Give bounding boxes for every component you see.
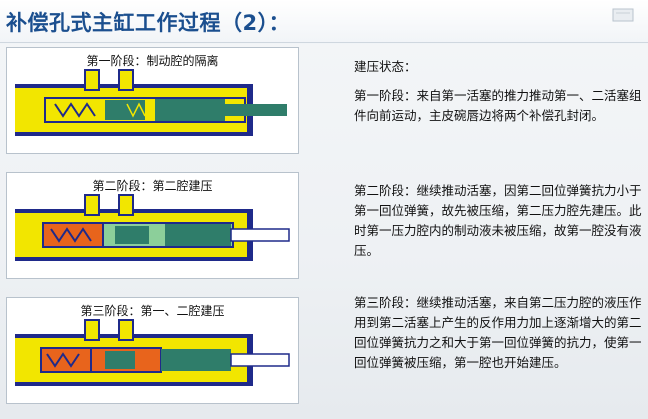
stage-2-label: 第二阶段：第二腔建压 xyxy=(92,179,213,193)
window-decoration-icon xyxy=(612,8,634,22)
stage-2-diagram xyxy=(15,194,290,261)
stage-1-diagram xyxy=(15,69,287,136)
slide-header: 补偿孔式主缸工作过程（2）： xyxy=(0,0,648,44)
stage-2-description: 第二阶段：继续推动活塞，因第二回位弹簧抗力小于第一回位弹簧，故先被压缩，第二压力… xyxy=(354,183,642,258)
slide-title: 补偿孔式主缸工作过程（2）： xyxy=(6,11,291,35)
status-heading: 建压状态： xyxy=(354,59,417,74)
stage-3-panel: 第三阶段：第一、二腔建压 xyxy=(6,297,299,404)
stage-3-label: 第三阶段：第一、二腔建压 xyxy=(80,304,225,318)
header-divider xyxy=(0,42,648,43)
stage-1-description: 第一阶段：来自第一活塞的推力推动第一、二活塞组件向前运动，主皮碗唇边将两个补偿孔… xyxy=(354,88,642,123)
stage-2-panel: 第二阶段：第二腔建压 xyxy=(6,172,299,279)
stage-1-panel: 第一阶段：制动腔的隔离 xyxy=(6,47,299,154)
stage-3-description: 第三阶段：继续推动活塞，来自第二压力腔的液压作用到第二活塞上产生的反作用力加上逐… xyxy=(354,295,642,370)
stage-1-label: 第一阶段：制动腔的隔离 xyxy=(86,54,219,68)
stage-3-diagram xyxy=(15,319,290,386)
